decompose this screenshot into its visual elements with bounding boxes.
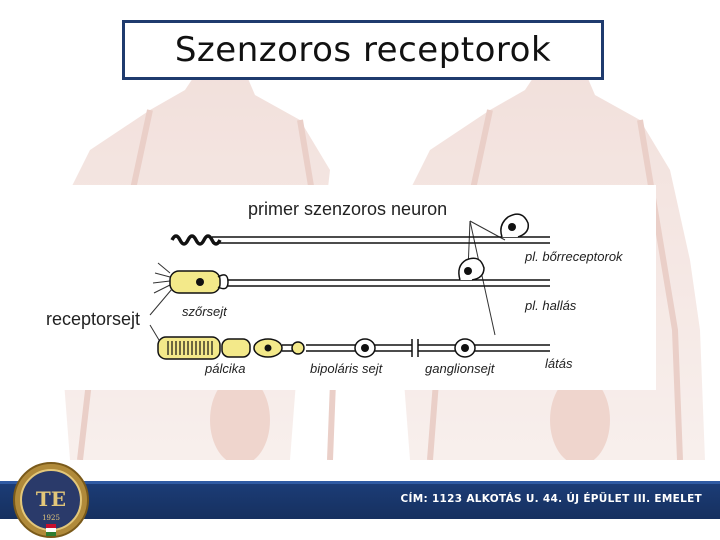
receptor-diagram-svg: primer szenzoros neuron pl. bőrreceptoro… bbox=[40, 185, 656, 390]
receptor-diagram: primer szenzoros neuron pl. bőrreceptoro… bbox=[40, 185, 656, 390]
row2-hair-cell: szőrsejt pl. hallás bbox=[153, 258, 577, 319]
title-box: Szenzoros receptorok bbox=[122, 20, 604, 80]
footer-stripe bbox=[0, 481, 720, 484]
label-receptor-cell: receptorsejt bbox=[46, 309, 140, 329]
label-vision: látás bbox=[545, 356, 573, 371]
university-seal-logo: TE 1925 bbox=[8, 458, 94, 540]
label-ganglion-cell: ganglionsejt bbox=[425, 361, 496, 376]
footer-bar: CÍM: 1123 ALKOTÁS U. 44. ÚJ ÉPÜLET III. … bbox=[0, 481, 720, 519]
label-hearing: pl. hallás bbox=[524, 298, 577, 313]
footer-address: CÍM: 1123 ALKOTÁS U. 44. ÚJ ÉPÜLET III. … bbox=[401, 493, 702, 505]
label-primary-neuron: primer szenzoros neuron bbox=[248, 199, 447, 219]
row3-vision-pathway: pálcika bipoláris sejt ganglionsejt látá… bbox=[158, 337, 573, 376]
label-skin-receptors: pl. bőrreceptorok bbox=[524, 249, 624, 264]
label-rod: pálcika bbox=[204, 361, 245, 376]
logo-initials: TE bbox=[36, 487, 66, 511]
slide-title: Szenzoros receptorok bbox=[175, 30, 551, 70]
label-bipolar-cell: bipoláris sejt bbox=[310, 361, 384, 376]
row1-skin-receptor: pl. bőrreceptorok bbox=[172, 214, 624, 264]
logo-year: 1925 bbox=[42, 514, 60, 522]
label-hair-cell: szőrsejt bbox=[182, 304, 228, 319]
footer-bottom-strip bbox=[0, 519, 720, 540]
